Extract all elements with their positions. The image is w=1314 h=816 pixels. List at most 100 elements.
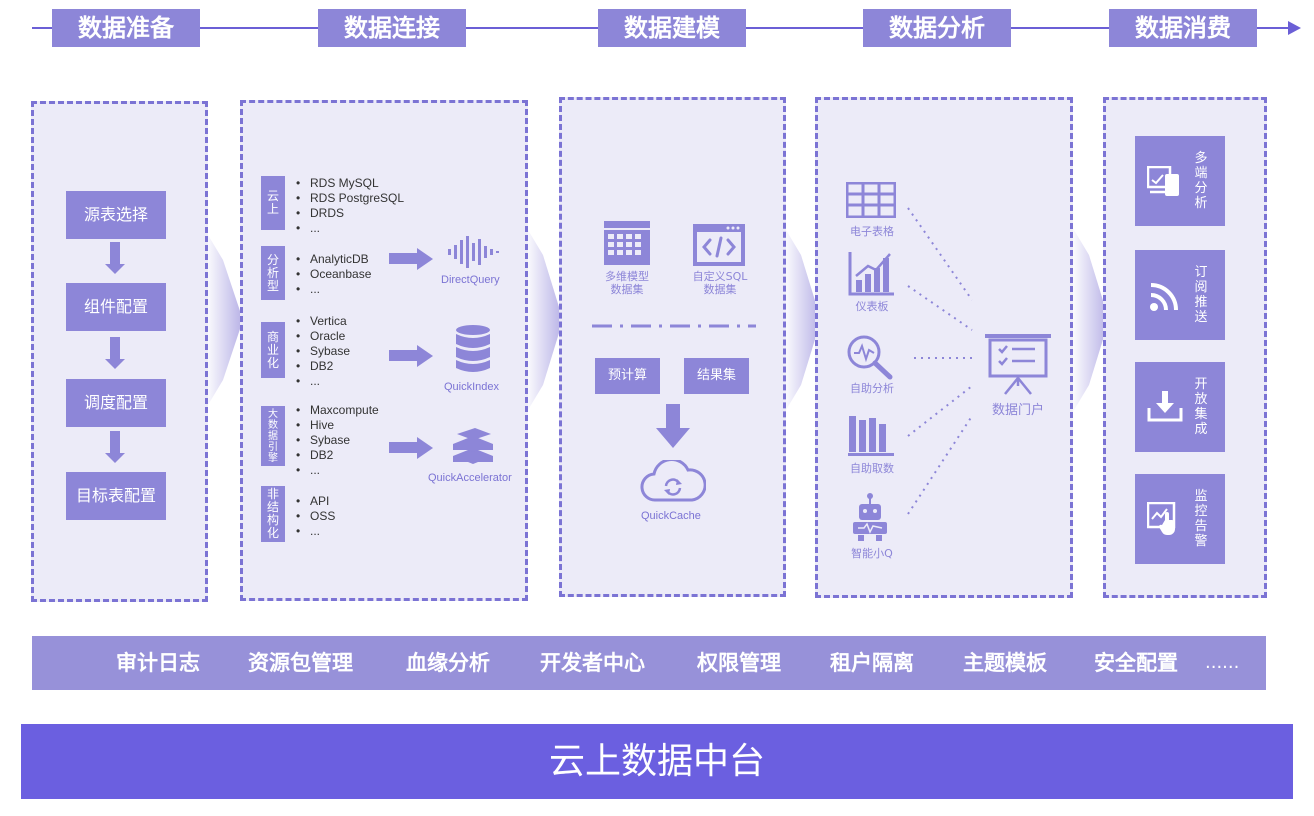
books-stack-icon [453,428,493,464]
chevron-3 [783,225,821,415]
stage-model: 数据建模 [598,9,746,47]
down-arrow [105,431,125,465]
feature-band [32,636,1266,690]
devices-icon [1147,166,1179,196]
consume-multi-terminal: 多端分析 [1135,136,1225,226]
down-arrow [105,337,125,371]
feature-audit-log: 审计日志 [116,651,200,675]
right-arrow [389,248,433,270]
engine-quickindex: QuickIndex [444,381,500,393]
tag-label: 大数据引擎 [268,408,278,464]
source-tag-commercial: 商业化 [261,322,285,378]
source-tag-cloud: 云上 [261,176,285,230]
tag-label: 非结构化 [266,487,279,540]
dashboard-chart-icon [848,252,894,296]
prep-step-source: 源表选择 [66,191,166,239]
source-list-unstructured: API OSS ... [296,494,335,539]
stage-analysis: 数据分析 [863,9,1011,47]
list-item: Vertica [296,314,350,329]
down-arrow-large [656,404,690,448]
dataset-multi-label: 多维模型 数据集 [605,270,649,296]
tag-label: 商业化 [266,329,279,370]
list-item: RDS PostgreSQL [296,191,404,206]
tag-label: 云上 [266,189,279,216]
consume-label: 订阅推送 [1194,265,1208,325]
source-tag-analytic: 分析型 [261,246,285,300]
consume-subscribe: 订阅推送 [1135,250,1225,340]
feature-lineage: 血缘分析 [406,651,490,675]
stage-prep: 数据准备 [52,9,200,47]
list-item: Oracle [296,329,350,344]
stage-connect: 数据连接 [318,9,466,47]
source-list-analytic: AnalyticDB Oceanbase ... [296,252,371,297]
tool-spreadsheet: 电子表格 [850,225,894,238]
panel-model [559,97,786,597]
list-item: AnalyticDB [296,252,371,267]
down-arrow [105,242,125,276]
prep-step-target: 目标表配置 [66,472,166,520]
source-list-commercial: Vertica Oracle Sybase DB2 ... [296,314,350,389]
spreadsheet-icon [846,182,896,218]
feature-more: ...... [1205,652,1240,673]
chevron-1 [205,230,243,410]
presentation-board-icon [985,334,1051,395]
list-item: Oceanbase [296,267,371,282]
list-item: DB2 [296,359,350,374]
feature-developer-center: 开发者中心 [540,651,645,675]
tag-label: 分析型 [266,252,279,293]
prep-step-component: 组件配置 [66,283,166,331]
list-item: DRDS [296,206,404,221]
list-item: Hive [296,418,379,433]
feature-security-config: 安全配置 [1094,651,1178,675]
magnifier-analysis-icon [847,335,893,380]
source-tag-bigdata: 大数据引擎 [261,406,285,466]
engine-quickaccelerator: QuickAccelerator [428,472,512,484]
platform-title: 云上数据中台 [21,724,1293,799]
list-item: ... [296,221,404,236]
list-item: ... [296,374,350,389]
dashdot-divider [592,324,756,328]
source-list-cloud: RDS MySQL RDS PostgreSQL DRDS ... [296,176,404,236]
dataset-sql-label: 自定义SQL 数据集 [692,270,748,296]
tool-dashboard: 仪表板 [855,300,889,313]
panel-analysis [815,97,1073,598]
list-item: ... [296,463,379,478]
tool-smart-q: 智能小Q [851,547,893,560]
monitor-touch-icon [1147,502,1176,535]
consume-label: 监控告警 [1194,489,1208,549]
data-portal-label: 数据门户 [991,403,1044,418]
waveform-icon [448,236,499,268]
list-item: Sybase [296,433,379,448]
resultset-box: 结果集 [684,358,749,394]
stage-consume: 数据消费 [1109,9,1257,47]
engine-directquery: DirectQuery [441,274,500,286]
code-window-icon [693,224,745,266]
list-item: RDS MySQL [296,176,404,191]
source-tag-unstructured: 非结构化 [261,486,285,542]
quickcache-label: QuickCache [641,510,701,522]
grid-table-icon [604,221,650,265]
feature-theme-template: 主题模板 [963,651,1047,675]
chevron-2 [525,225,563,415]
list-item: OSS [296,509,335,524]
feature-resource-pack: 资源包管理 [248,651,353,675]
flow-arrow-head [1288,21,1301,35]
source-list-bigdata: Maxcompute Hive Sybase DB2 ... [296,403,379,478]
download-tray-icon [1147,391,1183,422]
consume-label: 开放集成 [1194,377,1208,437]
consume-monitor-alert: 监控告警 [1135,474,1225,564]
dotted-connectors [907,207,973,515]
prep-step-schedule: 调度配置 [66,379,166,427]
chevron-4 [1071,225,1109,415]
database-icon [456,325,490,372]
cloud-sync-icon [640,460,706,502]
right-arrow [389,437,433,459]
feature-permission: 权限管理 [697,651,781,675]
tool-self-analysis: 自助分析 [850,382,894,395]
right-arrow [389,345,433,367]
list-item: ... [296,524,335,539]
list-item: Maxcompute [296,403,379,418]
list-item: DB2 [296,448,379,463]
feature-tenant-isolation: 租户隔离 [830,651,914,675]
consume-open-integration: 开放集成 [1135,362,1225,452]
